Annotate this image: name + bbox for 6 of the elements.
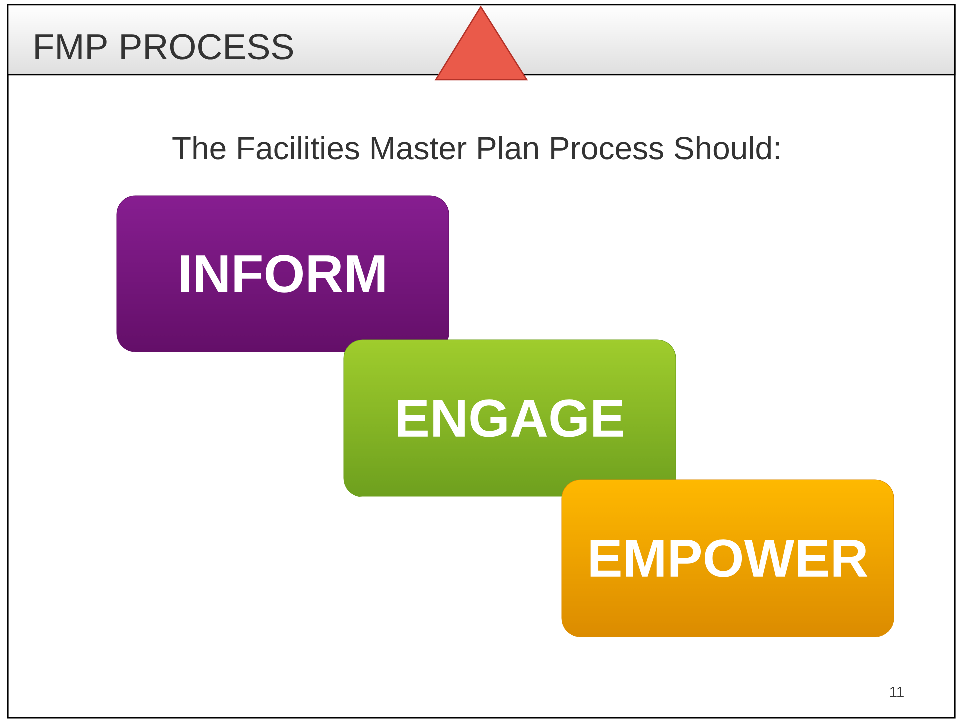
step-box: ENGAGE (344, 340, 676, 498)
step-box: INFORM (116, 196, 450, 352)
subtitle: The Facilities Master Plan Process Should: (172, 136, 779, 160)
slide-title: FMP PROCESS (36, 34, 294, 60)
page-number: 11 (890, 686, 904, 698)
step-box: EMPOWER (562, 480, 894, 638)
